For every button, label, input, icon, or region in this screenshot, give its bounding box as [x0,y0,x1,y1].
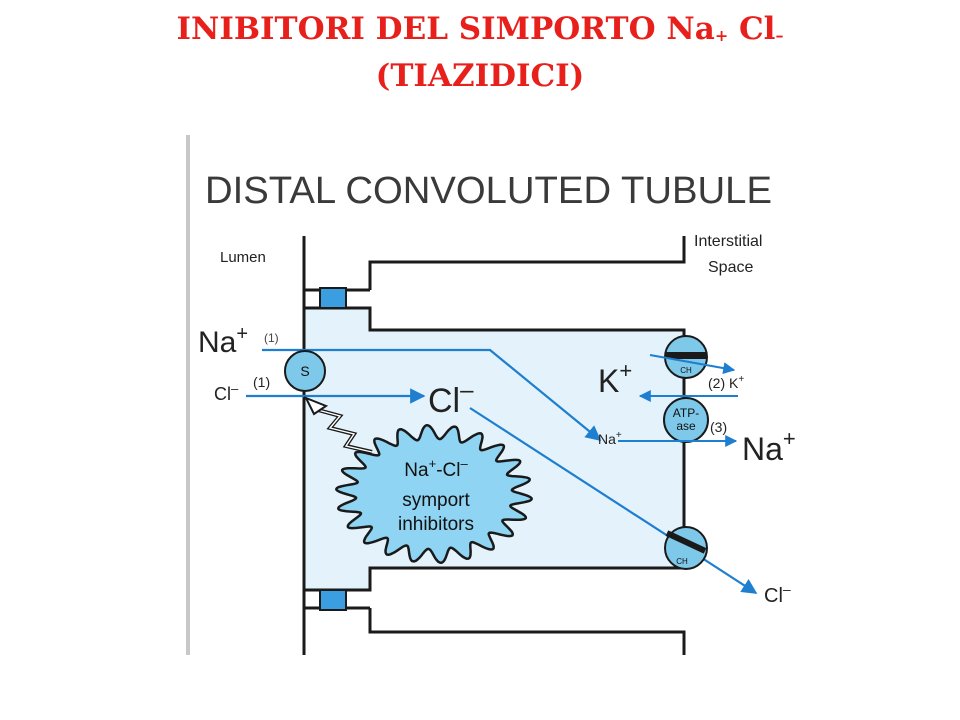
atpase-label-line-2: ase [676,419,696,433]
cl-cell-label: Cl– [428,377,474,420]
symporter-label: S [300,363,309,379]
lumen-label: Lumen [220,249,266,266]
title-text-cl: Cl [728,11,776,47]
inhibitor-label-line-3: inhibitors [398,514,474,535]
tight-junction-top [319,287,347,309]
cl-lumen-ref: (1) [253,374,270,390]
inhibitor-label-line-2: symport [402,490,470,511]
inhibitor-arrowhead [303,396,329,416]
k-channel-label: CH [680,366,692,375]
k-cell-label: K+ [598,358,632,399]
title-na-charge: + [714,26,729,45]
upper-neighbour-cell [368,236,686,290]
title-cl-charge: – [775,26,784,45]
na-lumen-ref: (1) [264,331,279,345]
slide-title-line-2: (TIAZIDICI) [375,58,585,94]
lower-neighbour-cell [368,608,686,655]
tight-junction-bottom [319,589,347,611]
symporter [284,350,326,392]
na-interstitial-label: Na+ [742,426,796,467]
title-text-na: INIBITORI DEL SIMPORTO Na [176,11,715,47]
cl-exit-arrow [469,407,758,594]
slide-title-line-1: INIBITORI DEL SIMPORTO Na+ Cl– [0,6,960,53]
k-channel-arrow [649,354,736,375]
interstitial-label-line-1: Interstitial [694,233,762,250]
atpase-ref: (3) [710,419,727,435]
slide-title: INIBITORI DEL SIMPORTO Na+ Cl– (TIAZIDIC… [0,6,960,100]
inhibitor-blob [334,423,534,565]
na-entry-arrow [262,348,602,441]
cl-channel-band [665,530,707,554]
atpase-label-line-1: ATP- [673,406,699,420]
diagram-heading: DISTAL CONVOLUTED TUBULE [205,170,772,212]
cl-interstitial-label: Cl– [764,581,791,607]
na-cell-label: Na+ [598,430,622,447]
interstitial-label-line-2: Space [708,259,753,276]
k-channel-band [665,352,707,359]
scan-left-edge [186,135,190,655]
cl-channel-label: CH [676,557,688,566]
cl-lumen-label: Cl– [214,381,239,404]
cell-outline [304,306,686,592]
k-interstitial-label: (2) K+ [708,374,744,391]
na-lumen-label: Na+ [198,323,248,359]
inhibitor-label-line-1: Na+-Cl– [404,456,468,481]
inhibitor-lightning-fill [317,409,373,453]
